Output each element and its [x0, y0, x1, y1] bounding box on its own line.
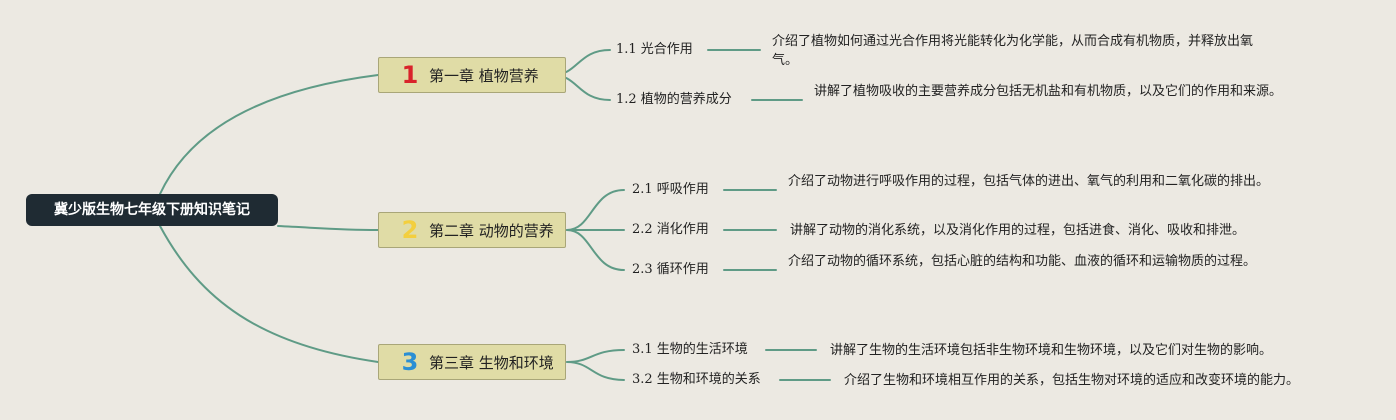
chapter-2-topic[interactable]: 2 第二章 动物的营养	[378, 212, 566, 248]
section-1-1[interactable]: 1.1 光合作用	[616, 42, 693, 57]
connector-ch2-s1	[566, 189, 625, 231]
section-2-2[interactable]: 2.2 消化作用	[632, 222, 709, 237]
section-3-1-description: 讲解了生物的生活环境包括非生物环境和生物环境，以及它们对生物的影响。	[830, 343, 1273, 358]
connector-ch3-s2	[566, 361, 625, 381]
chapter-1-title: 第一章 植物营养	[429, 66, 539, 85]
section-2-1[interactable]: 2.1 呼吸作用	[632, 182, 709, 197]
section-3-1[interactable]: 3.1 生物的生活环境	[632, 342, 748, 357]
section-2-1-description: 介绍了动物进行呼吸作用的过程，包括气体的进出、氧气的利用和二氧化碳的排出。	[788, 174, 1270, 189]
chapter-number-2: 2	[401, 216, 419, 244]
connector-root-ch1	[159, 74, 379, 195]
section-1-2-description: 讲解了植物吸收的主要营养成分包括无机盐和有机物质，以及它们的作用和来源。	[814, 84, 1283, 99]
section-2-3-description: 介绍了动物的循环系统，包括心脏的结构和功能、血液的循环和运输物质的过程。	[788, 254, 1257, 269]
section-2-2-description: 讲解了动物的消化系统，以及消化作用的过程，包括进食、消化、吸收和排泄。	[790, 223, 1246, 238]
chapter-3-title: 第三章 生物和环境	[429, 353, 554, 372]
section-3-2[interactable]: 3.2 生物和环境的关系	[632, 372, 761, 387]
section-1-1-description: 介绍了植物如何通过光合作用将光能转化为化学能，从而合成有机物质，并释放出氧气。	[772, 34, 1254, 68]
connector-root-ch2	[277, 225, 379, 231]
chapter-2-title: 第二章 动物的营养	[429, 221, 554, 240]
section-2-3[interactable]: 2.3 循环作用	[632, 262, 709, 277]
root-topic[interactable]: 冀少版生物七年级下册知识笔记	[26, 194, 278, 226]
chapter-1-topic[interactable]: 1 第一章 植物营养	[378, 57, 566, 93]
chapter-number-1: 1	[401, 61, 419, 89]
section-3-2-description: 介绍了生物和环境相互作用的关系，包括生物对环境的适应和改变环境的能力。	[844, 373, 1300, 388]
connector-ch3-s1	[566, 349, 625, 363]
connector-root-ch3	[159, 225, 379, 363]
chapter-3-topic[interactable]: 3 第三章 生物和环境	[378, 344, 566, 380]
section-1-2[interactable]: 1.2 植物的营养成分	[616, 92, 732, 107]
connector-ch2-s3	[566, 229, 625, 271]
chapter-number-3: 3	[401, 348, 419, 376]
